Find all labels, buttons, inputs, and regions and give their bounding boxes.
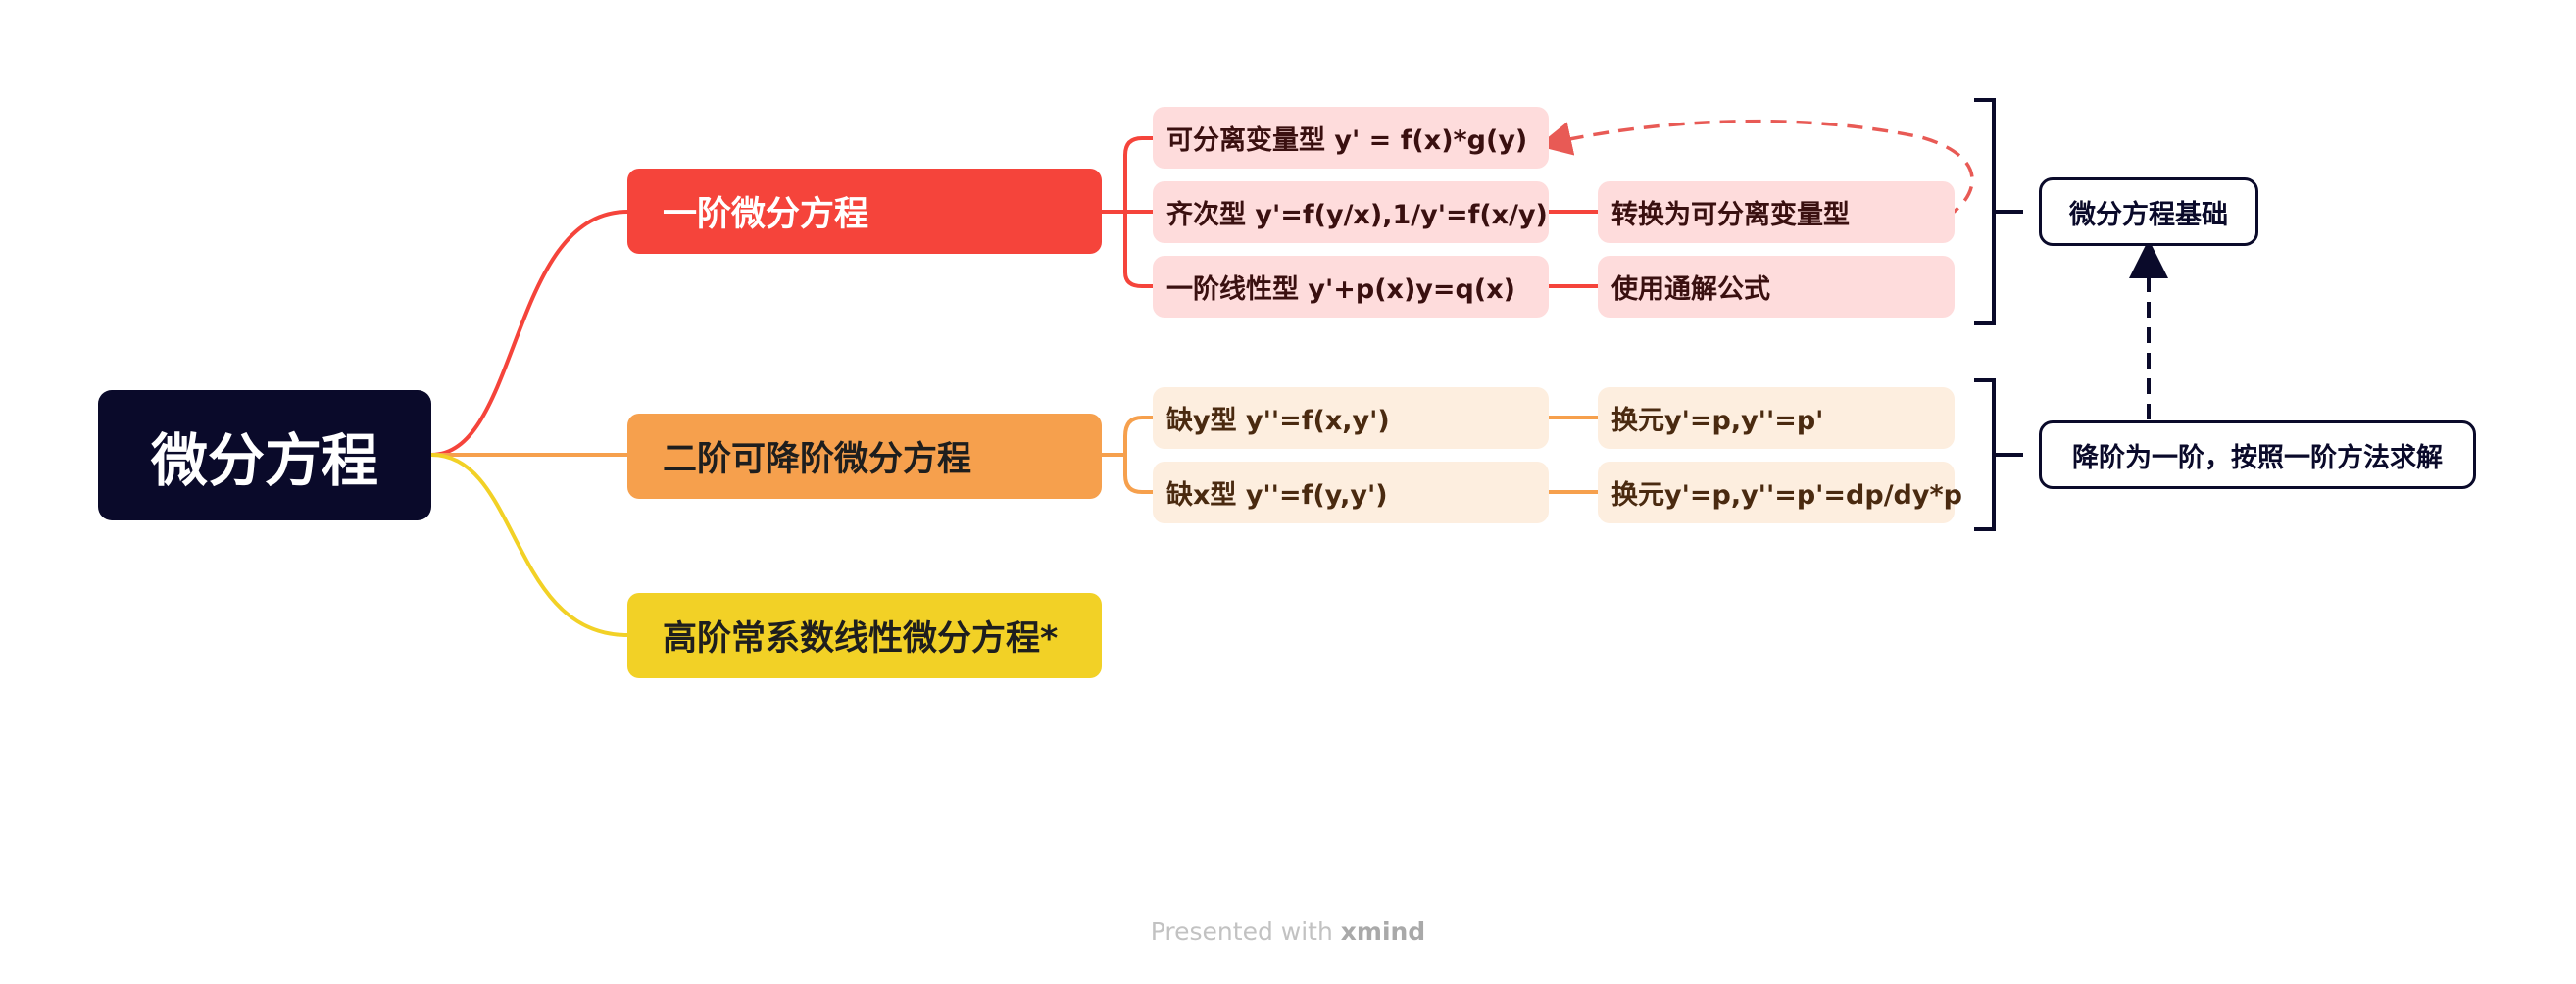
link-first-types bbox=[1102, 136, 1153, 288]
subtopic-homogeneous[interactable]: 齐次型 y'=f(y/x),1/y'=f(x/y) bbox=[1153, 181, 1549, 243]
root-topic[interactable]: 微分方程 bbox=[98, 390, 431, 520]
link-root-higher-order bbox=[430, 453, 628, 637]
relation-arrow-to-separable bbox=[1537, 119, 1974, 220]
credit-prefix: Presented with bbox=[1150, 917, 1333, 946]
summary-bracket-first bbox=[1974, 98, 2023, 325]
method-general-solution-formula[interactable]: 使用通解公式 bbox=[1598, 256, 1955, 318]
method-convert-to-separable[interactable]: 转换为可分离变量型 bbox=[1598, 181, 1955, 243]
link-second-types bbox=[1102, 416, 1153, 494]
link-first-methods bbox=[1549, 210, 1598, 288]
subtopic-missing-x[interactable]: 缺x型 y''=f(y,y') bbox=[1153, 462, 1549, 523]
link-root-first-order bbox=[430, 210, 628, 457]
xmind-logo: xmind bbox=[1340, 917, 1426, 946]
summary-second-order[interactable]: 降阶为一阶，按照一阶方法求解 bbox=[2039, 420, 2476, 489]
branch-second-order[interactable]: 二阶可降阶微分方程 bbox=[627, 414, 1102, 499]
method-substitution-missing-x[interactable]: 换元y'=p,y''=p'=dp/dy*p bbox=[1598, 462, 1962, 523]
subtopic-first-order-linear[interactable]: 一阶线性型 y'+p(x)y=q(x) bbox=[1153, 256, 1549, 318]
summary-first-order[interactable]: 微分方程基础 bbox=[2039, 177, 2258, 246]
branch-higher-order[interactable]: 高阶常系数线性微分方程* bbox=[627, 593, 1102, 678]
branch-first-order[interactable]: 一阶微分方程 bbox=[627, 169, 1102, 254]
presented-with-credit: Presented with xmind bbox=[0, 917, 2576, 946]
summary-bracket-second bbox=[1974, 378, 2023, 531]
method-substitution-missing-y[interactable]: 换元y'=p,y''=p' bbox=[1598, 387, 1955, 449]
subtopic-missing-y[interactable]: 缺y型 y''=f(x,y') bbox=[1153, 387, 1549, 449]
subtopic-separable[interactable]: 可分离变量型 y' = f(x)*g(y) bbox=[1153, 107, 1549, 169]
link-second-methods bbox=[1549, 416, 1598, 494]
